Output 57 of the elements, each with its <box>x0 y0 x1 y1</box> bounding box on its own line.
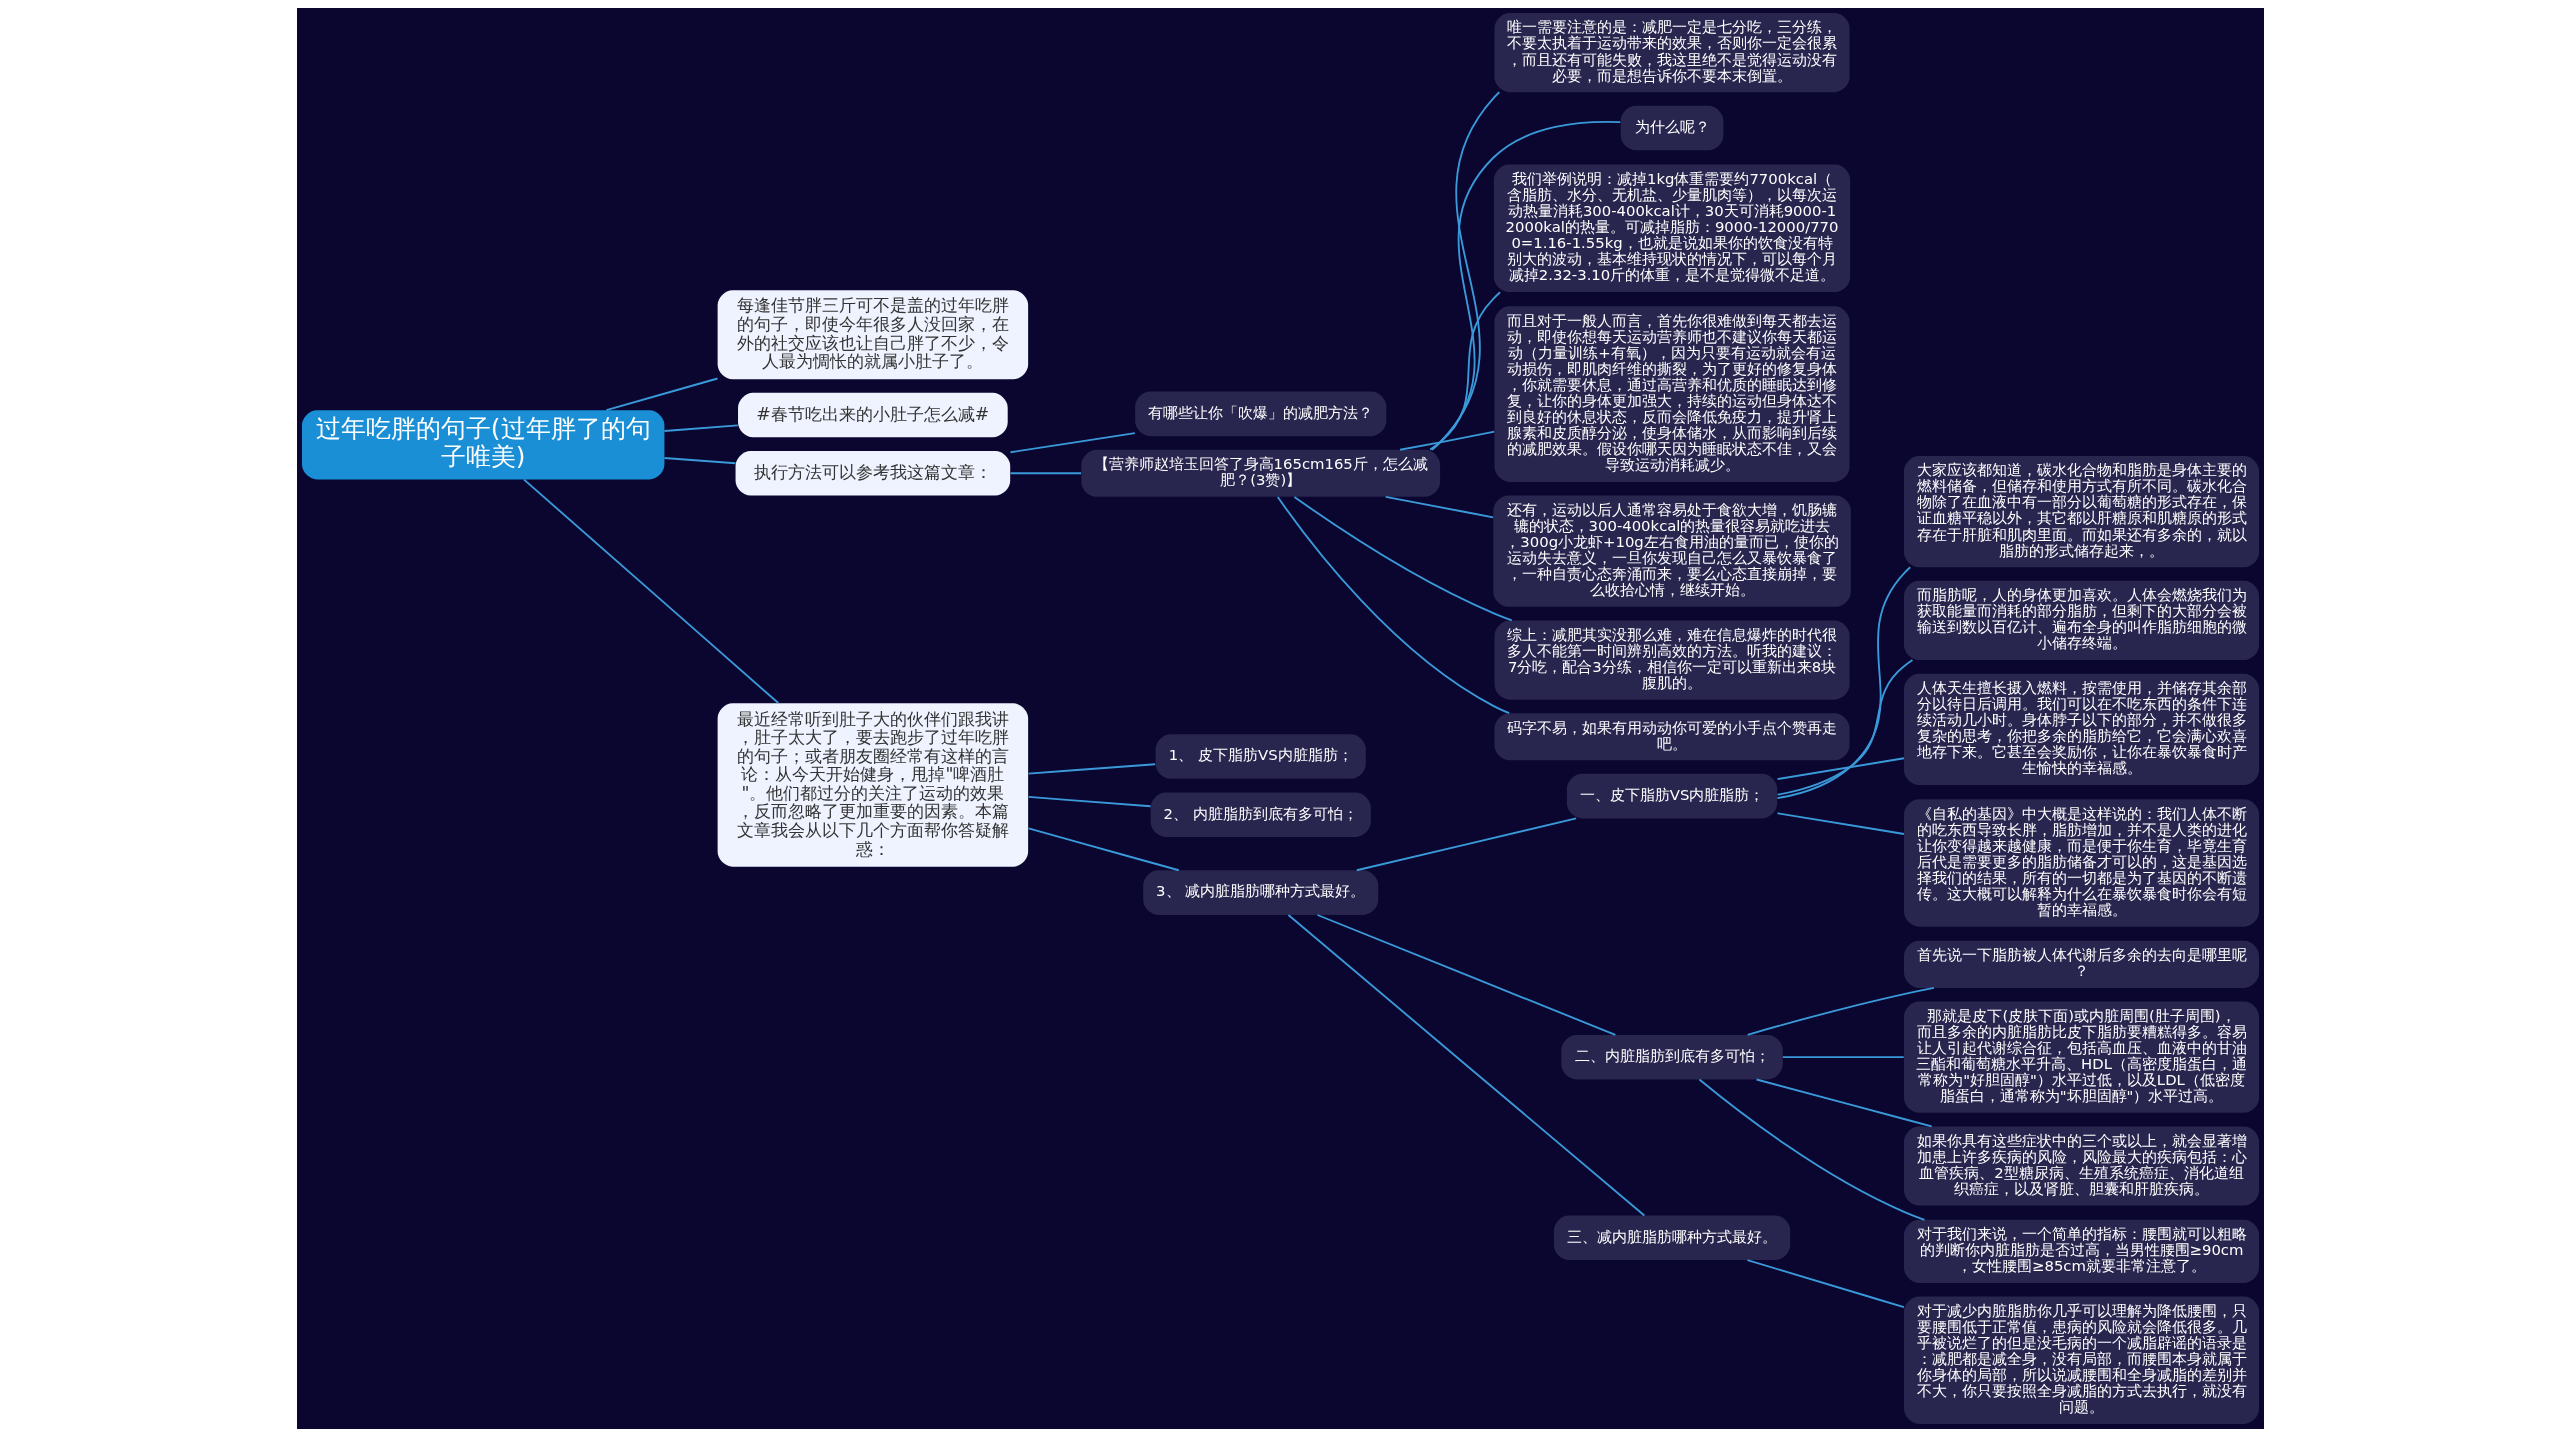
node-box: 有哪些让你「吹爆」的减肥方法？ <box>1134 391 1386 437</box>
connector <box>1781 1056 1905 1059</box>
node-box: 我们举例说明：减掉1kg体重需要约7700kcal（含脂肪、水分、无机盐、少量肌肉等），以每次运动热量消耗300-400kcal计，30天可消耗9000-12000kal的热量。可减掉脂肪：9000-12000/7700=1.16-1.55kg，也就是说如果你的饮食没有特别大的波动，基本维持现状的情况下，可以每个月减掉2.32-3.10斤的体重，是不是觉得微不足道。 <box>1493 164 1850 292</box>
connector <box>1776 812 1905 835</box>
connector <box>1027 827 1180 872</box>
connector <box>522 478 779 704</box>
node-box: 如果你具有这些症状中的三个或以上，就会显著增加患上许多疾病的风险，风险最大的疾病包括：心血管疾病、2型糖尿病、生殖系统癌症、消化道组织癌症，以及肾脏、胆囊和肝脏疾病。 <box>1903 1126 2259 1206</box>
node-box: 人体天生擅长摄入燃料，按需使用，并储存其余部分以待日后调用。我们可以在不吃东西的条件下连续活动几小时。身体脖子以下的部分，并不做很多复杂的思考，你把多余的脂肪给它，它会满心欢喜地存下来。它甚至会奖励你，让你在暴饮暴食时产生愉快的幸福感。 <box>1903 673 2259 785</box>
connector <box>605 377 718 412</box>
node-box: 还有，运动以后人通常容易处于食欲大增，饥肠辘辘的状态，300-400kcal的热量很容易就吃进去，300g小龙虾+10g左右食用油的量而已，使你的运动失去意义，一旦你发现自己怎么又暴饮暴食了，一种自责心态奔涌而来，要么心态直接崩掉，要么收拾心情，继续开始。 <box>1492 495 1851 607</box>
connector <box>1384 495 1494 519</box>
node-box: 3、 减内脏脂肪哪种方式最好。 <box>1142 870 1378 915</box>
connector <box>1316 914 1616 1036</box>
connector <box>1276 496 1510 715</box>
connector <box>1746 986 1935 1036</box>
node-box: 首先说一下脂肪被人体代谢后多余的去向是哪里呢？ <box>1903 940 2259 988</box>
connector <box>1428 291 1501 451</box>
connector <box>1009 432 1136 454</box>
node-box: 《自私的基因》中大概是这样说的：我们人体不断的吃东西导致长胖，脂肪增加，并不是人类的进化让你变得越来越健康，而是便于你生育，毕竟生育后代是需要更多的脂肪储备才可以的，这是基因选择我们的结果，所有的一切都是为了基因的不断遗传。这大概可以解释为什么在暴饮暴食时你会有短暂的幸福感。 <box>1903 799 2259 927</box>
connector <box>1430 121 1621 451</box>
connector <box>1698 1078 1925 1221</box>
connector <box>663 424 739 432</box>
node-box: 为什么呢？ <box>1620 105 1723 151</box>
node-box: 二、内脏脂肪到底有多可怕； <box>1560 1034 1783 1080</box>
connector <box>1287 914 1645 1217</box>
connector <box>1776 659 1913 796</box>
node-box: 码字不易，如果有用动动你可爱的小手点个赞再走吧。 <box>1494 713 1850 761</box>
connector <box>1776 757 1905 780</box>
node-box: 而脂肪呢，人的身体更加喜欢。人体会燃烧我们为获取能量而消耗的部分脂肪，但剩下的大部分会被输送到数以百亿计、遍布全身的叫作脂肪细胞的微小储存终端。 <box>1903 580 2259 661</box>
node-box: 唯一需要注意的是：减肥一定是七分吃，三分练，不要太执着于运动带来的效果，否则你一定会很累，而且还有可能失败，我这里绝不是觉得运动没有必要，而是想告诉你不要本末倒置。 <box>1494 13 1850 93</box>
connector <box>1746 1259 1905 1309</box>
node-box: 执行方法可以参考我这篇文章： <box>735 451 1010 496</box>
node-box: 而且对于一般人而言，首先你很难做到每天都去运动，即使你想每天运动营养师也不建议你每天都运动（力量训练+有氧），因为只要有运动就会有运动损伤，即肌肉纤维的撕裂，为了更好的修复身体，你就需要休息，通过高营养和优质的睡眠达到修复，让你的身体更加强大，持续的运动但身体达不到良好的休息状态，反而会降低免疫力，提升肾上腺素和皮质醇分泌，使身体储水，从而影响到后续的减肥效果。假设你哪天因为睡眠状态不佳，又会导致运动消耗减少。 <box>1494 306 1850 482</box>
connector <box>1775 566 1911 800</box>
connector <box>663 457 736 465</box>
node-box: 那就是皮下(皮肤下面)或内脏周围(肚子周围)，而且多余的内脏脂肪比皮下脂肪要糟糕得多。容易让人引起代谢综合征，包括高血压、血液中的甘油三酯和葡萄糖水平升高、HDL（高密度脂蛋白，通常称为"好胆固醇"）水平过低，以及LDL（低密度脂蛋白，通常称为"坏胆固醇"）水平过高。 <box>1903 1001 2259 1113</box>
node-box: 每逢佳节胖三斤可不是盖的过年吃胖的句子，即使今年很多人没回家，在外的社交应该也让自己胖了不少，令人最为惆怅的就属小肚子了。 <box>717 290 1028 380</box>
node-box: 一、皮下脂肪VS内脏脂肪； <box>1566 773 1777 819</box>
connector <box>1398 430 1495 451</box>
connector <box>1009 472 1082 475</box>
node-box: 大家应该都知道，碳水化合物和脂肪是身体主要的燃料储备，但储存和使用方式有所不同。碳水化合物除了在血液中有一部分以葡萄糖的形式存在，保证血糖平稳以外，其它都以肝糖原和肌糖原的形式存在于肝脏和肌肉里面。而如果还有多余的，就以脂肪的形式储存起来，。 <box>1903 455 2259 568</box>
node-box: 最近经常听到肚子大的伙伴们跟我讲，肚子太大了，要去跑步了过年吃胖的句子；或者朋友圈经常有这样的言论：从今天开始健身，甩掉"啤酒肚"。他们都过分的关注了运动的效果，反而忽略了更加重要的因素。本篇文章我会从以下几个方面帮你答疑解惑： <box>717 703 1028 867</box>
node-box: #春节吃出来的小肚子怎么减# <box>737 392 1008 438</box>
connector <box>1355 817 1577 872</box>
node-box: 综上：减肥其实没那么难，难在信息爆炸的时代很多人不能第一时间辨别高效的方法。听我的建议：7分吃，配合3分练，相信你一定可以重新出来8块腹肌的。 <box>1494 620 1850 700</box>
node-box: 对于我们来说，一个简单的指标：腰围就可以粗略的判断你内脏脂肪是否过高，当男性腰围≥90cm，女性腰围≥85cm就要非常注意了。 <box>1903 1219 2259 1283</box>
node-box: 三、减内脏脂肪哪种方式最好。 <box>1553 1215 1790 1261</box>
node-box: 1、 皮下脂肪VS内脏脂肪； <box>1155 734 1366 779</box>
connector <box>1430 91 1500 451</box>
connector <box>1027 763 1156 775</box>
node-box: 【营养师赵培玉回答了身高165cm165斤，怎么减肥？(3赞)】 <box>1080 449 1440 497</box>
node-box: 对于减少内脏脂肪你几乎可以理解为降低腰围，只要腰围低于正常值，患病的风险就会降低很多。几乎被说烂了的但是没毛病的一个减脂辟谣的语录是：减肥都是减全身，没有局部，而腰围本身就属于你身体的局部，所以说减腰围和全身减脂的差别并不大，你只要按照全身减脂的方式去执行，就没有问题。 <box>1903 1296 2259 1424</box>
connector <box>1027 795 1151 808</box>
connector <box>1755 1078 1933 1128</box>
node-box: 过年吃胖的句子(过年胖了的句子唯美) <box>301 410 664 480</box>
connector <box>1293 496 1513 622</box>
node-box: 2、 内脏脂肪到底有多可怕； <box>1150 792 1371 837</box>
